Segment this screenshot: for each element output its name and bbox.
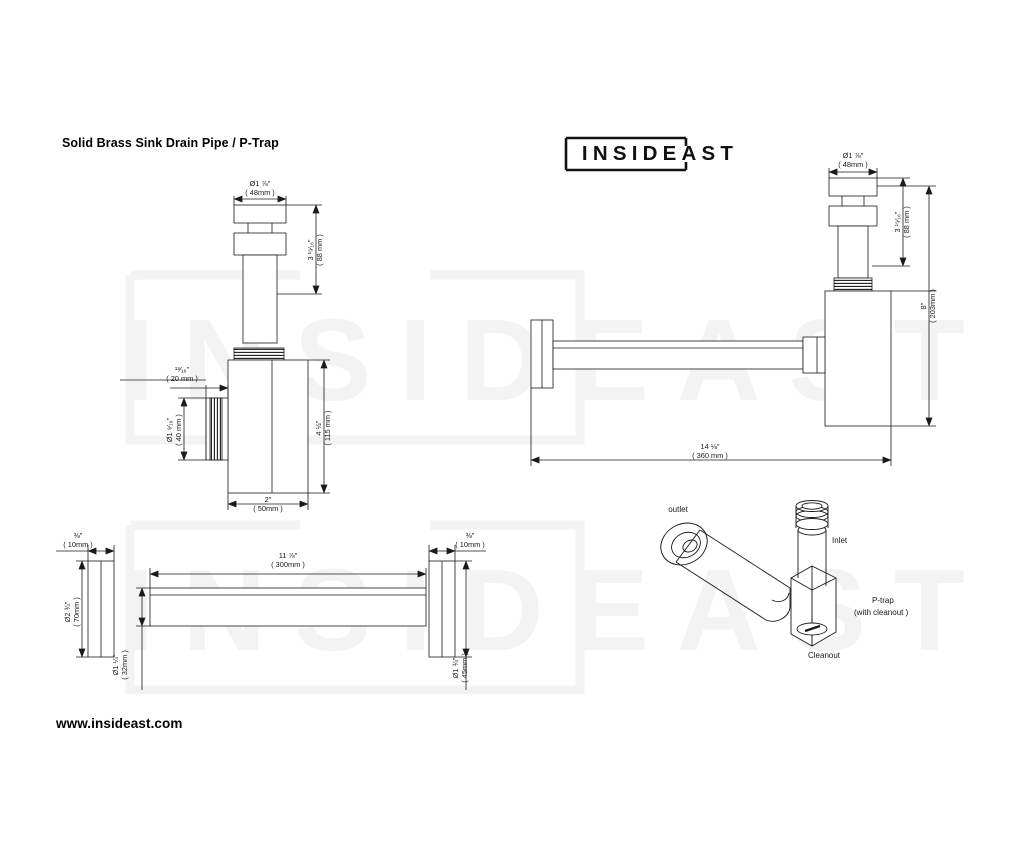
- dim-tube-diameter-imperial: Ø1 ¼": [111, 654, 120, 675]
- dim-body-height: [308, 359, 330, 494]
- dim-tailpiece-height-metric: ( 88 mm ): [315, 234, 324, 266]
- callout-ptrap: P-trap: [872, 596, 894, 605]
- dim-outlet-diameter-metric: ( 40 mm ): [174, 414, 183, 446]
- dim-flange-diameter-metric: ( 70mm ): [72, 597, 81, 627]
- callout-inlet: Inlet: [832, 536, 848, 545]
- brand-logo: INSIDEAST: [558, 126, 758, 182]
- dim-assembly-inlet-height: [872, 177, 910, 267]
- view-wall-tube: [56, 545, 486, 690]
- dim-collar-diameter-imperial: Ø1 ¾": [451, 657, 460, 678]
- callout-cleanout: Cleanout: [808, 651, 841, 660]
- dim-outlet-stub-length-imperial: ¹³⁄₁₆": [175, 365, 190, 374]
- dim-tube-length-imperial: 11 ⅞": [279, 551, 298, 560]
- dim-assembly-total-height: [877, 185, 936, 427]
- dim-outlet-diameter-imperial: Ø1 ⁹⁄₁₆": [165, 417, 174, 442]
- dim-assembly-inlet-diameter-imperial: Ø1 ⅞": [843, 151, 864, 160]
- dim-flange-thickness-left-imperial: ⅜": [74, 531, 83, 540]
- dim-assembly-total-length: [530, 388, 892, 466]
- dim-assembly-inlet-diameter-metric: ( 48mm ): [838, 160, 868, 169]
- dim-assembly-total-length-imperial: 14 ⅛": [700, 442, 719, 451]
- dim-body-width-metric: ( 50mm ): [253, 504, 283, 513]
- dim-outlet-stub-length-metric: ( 20 mm ): [166, 374, 198, 383]
- dim-tube-length: [149, 568, 427, 588]
- dim-flange-thickness-right-imperial: ⅜": [466, 531, 475, 540]
- dim-tube-length-metric: ( 300mm ): [271, 560, 305, 569]
- dim-flange-diameter: [76, 560, 88, 658]
- dim-assembly-inlet-height-imperial: 3 ¹⁵⁄₁₆": [893, 211, 902, 232]
- dim-tube-diameter-metric: ( 32mm ): [120, 650, 129, 680]
- dim-flange-diameter-imperial: Ø2 ¾": [63, 601, 72, 622]
- dim-outlet-stub-length: [120, 379, 229, 398]
- dim-tailpiece-height: [277, 204, 322, 295]
- footer-website-url: www.insideast.com: [56, 716, 183, 731]
- view-isometric: [660, 500, 837, 647]
- page-title: Solid Brass Sink Drain Pipe / P-Trap: [62, 136, 279, 150]
- dim-assembly-inlet-diameter: [828, 168, 878, 178]
- dim-flange-thickness-right: [428, 545, 486, 561]
- logo-text: INSIDEAST: [581, 142, 739, 165]
- dim-assembly-total-height-metric: ( 203mm ): [928, 289, 937, 323]
- dim-flange-thickness-right-metric: ( 10mm ): [455, 540, 485, 549]
- dim-assembly-inlet-height-metric: ( 88 mm ): [902, 206, 911, 238]
- dim-outlet-diameter: [178, 397, 206, 461]
- view-trap-body: [120, 347, 330, 510]
- dim-collar-diameter: [455, 560, 472, 690]
- dim-tailpiece-diameter-metric: ( 48mm ): [245, 188, 275, 197]
- dim-tailpiece-diameter-imperial: Ø1 ⅞": [250, 179, 271, 188]
- dim-tailpiece-height-imperial: 3 ¹⁵⁄₁₆": [306, 239, 315, 260]
- dim-tube-diameter: [136, 587, 150, 690]
- dim-collar-diameter-metric: ( 45mm ): [460, 653, 469, 683]
- dim-body-width: [227, 493, 309, 510]
- dim-flange-thickness-left-metric: ( 10mm ): [63, 540, 93, 549]
- dim-body-height-metric: ( 115 mm ): [323, 410, 332, 445]
- dim-body-height-imperial: 4 ½": [314, 420, 323, 435]
- view-tailpiece: [233, 195, 322, 344]
- dim-body-width-imperial: 2": [265, 495, 272, 504]
- view-assembly: [530, 168, 936, 466]
- callout-outlet: outlet: [668, 505, 688, 514]
- callout-ptrap-sub: (with cleanout ): [854, 608, 909, 617]
- dim-tailpiece-diameter: [233, 195, 287, 205]
- dim-assembly-total-height-imperial: 8": [919, 302, 928, 309]
- dim-assembly-total-length-metric: ( 360 mm ): [692, 451, 728, 460]
- dim-flange-thickness-left: [56, 545, 115, 561]
- logo-frame-icon: [564, 136, 688, 172]
